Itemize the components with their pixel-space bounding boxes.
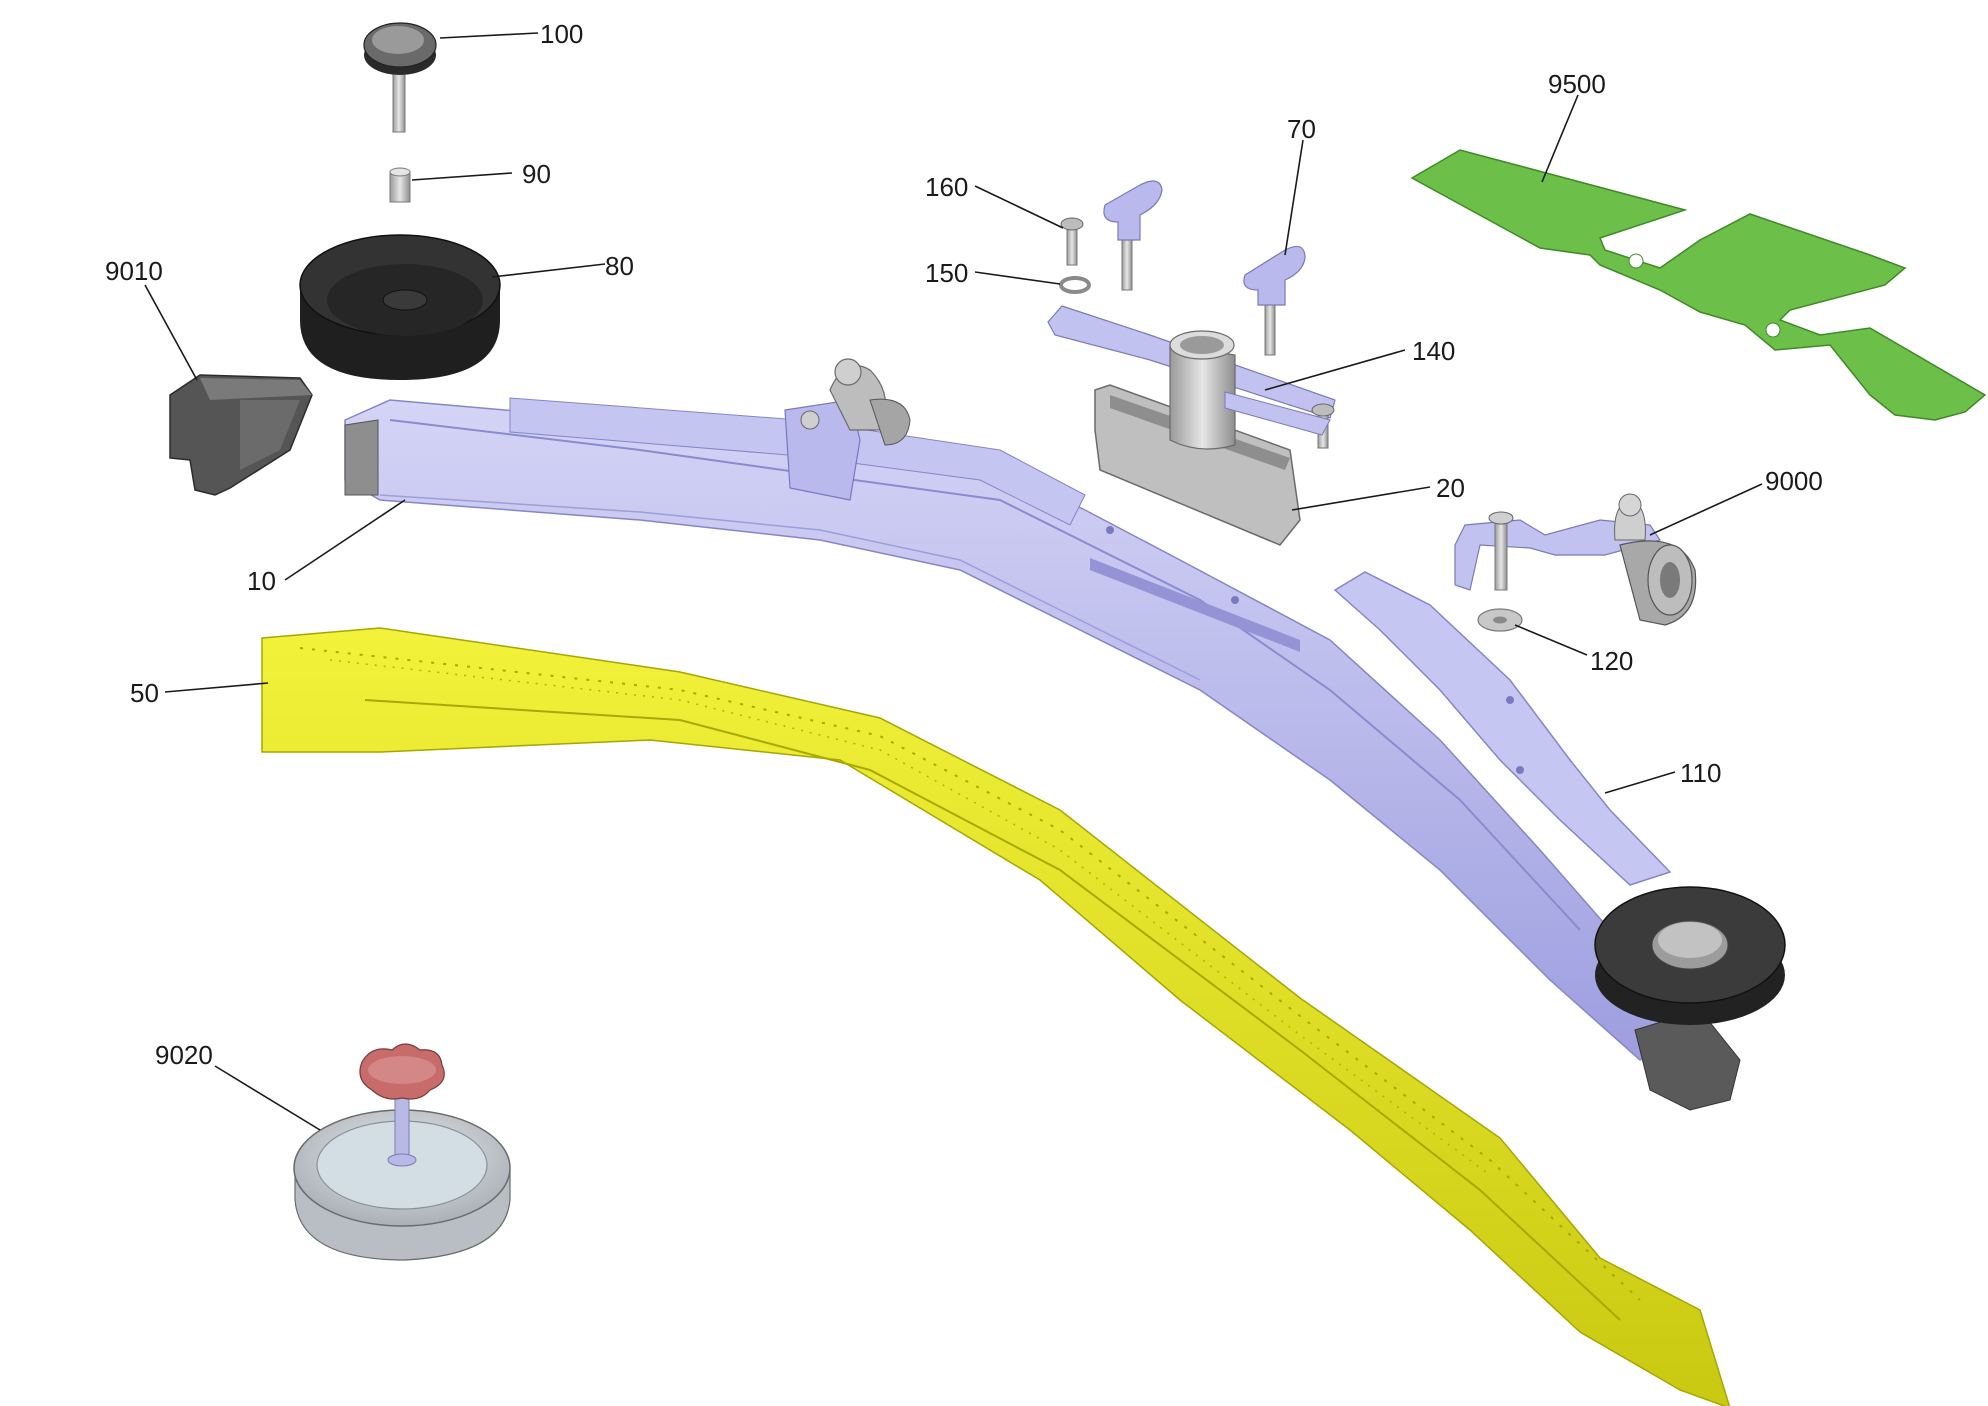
caster-bracket: [1454, 493, 1697, 626]
clamping-strip: [1333, 571, 1672, 886]
callout-80: 80: [605, 251, 634, 281]
callout-110: 110: [1680, 758, 1721, 788]
callout-20: 20: [1436, 473, 1465, 503]
callout-50: 50: [130, 678, 159, 708]
callout-labels: 100 90 80 9010 10 50 9020 160 150 70 140…: [105, 19, 1823, 1070]
callout-100: 100: [540, 19, 583, 49]
wing-screw: [1103, 180, 1306, 356]
suction-nozzle: [1094, 330, 1331, 546]
callout-140: 140: [1412, 336, 1455, 366]
squeegee-frame: [344, 358, 1692, 1061]
callout-90: 90: [522, 159, 551, 189]
washer-small: [1477, 608, 1523, 632]
spacer-sleeve: [389, 167, 411, 203]
callout-70: 70: [1287, 114, 1316, 144]
callout-150: 150: [925, 258, 968, 288]
washer: [1059, 276, 1091, 294]
gasket-plate: [1410, 149, 1987, 421]
wheel-assembly: [293, 1043, 511, 1261]
frame-end-wheel: [1594, 886, 1786, 1111]
wheel-black: [299, 234, 501, 380]
callout-120: 120: [1590, 646, 1633, 676]
wheel-holder: [169, 374, 313, 496]
callout-160: 160: [925, 172, 968, 202]
screw: [1060, 217, 1084, 266]
callout-9000: 9000: [1765, 466, 1823, 496]
callout-9020: 9020: [155, 1040, 213, 1070]
callout-9500: 9500: [1548, 69, 1606, 99]
callout-10: 10: [247, 566, 276, 596]
knob-screw: [363, 22, 437, 133]
leader-lines: [144, 32, 1763, 1131]
squeegee-blade: [261, 627, 1731, 1406]
callout-9010: 9010: [105, 256, 163, 286]
